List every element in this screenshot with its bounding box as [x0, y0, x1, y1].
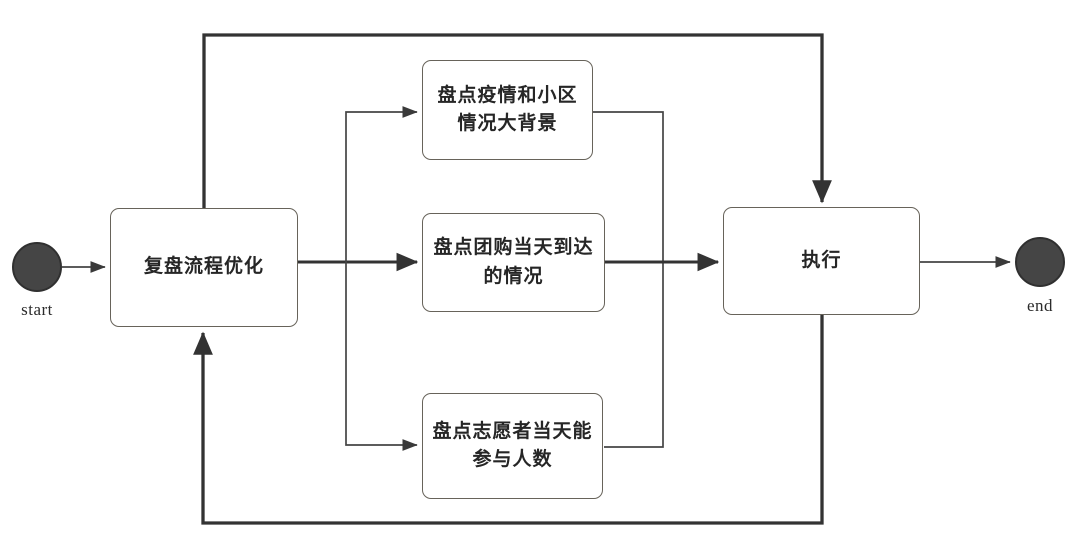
activity-review-process-optimization: 复盘流程优化 [110, 208, 298, 327]
activity-execute: 执行 [723, 207, 920, 315]
activity-label-line1: 盘点疫情和小区 [437, 84, 578, 106]
activity-inventory-volunteer-count: 盘点志愿者当天能 参与人数 [422, 393, 603, 499]
activity-label-line2: 情况大背景 [457, 113, 558, 134]
activity-label: 复盘流程优化 [143, 256, 264, 278]
edge-collector-merge [593, 111, 664, 448]
edge-branch-to-epidemic [345, 106, 418, 262]
activity-label-line1: 盘点志愿者当天能 [432, 420, 593, 442]
edge-execute-to-review-feedback [193, 315, 824, 525]
edge-review-to-execute-top [202, 33, 832, 208]
activity-label: 执行 [801, 249, 842, 271]
activity-label-line2: 的情况 [483, 265, 544, 287]
activity-label-line1: 盘点团购当天到达 [433, 237, 594, 258]
start-node [12, 242, 62, 292]
edge-branch-to-volunteers [345, 262, 418, 451]
activity-inventory-groupbuy-arrivals: 盘点团购当天到达 的情况 [422, 213, 605, 312]
activity-label-line2: 参与人数 [472, 449, 553, 470]
end-node [1015, 237, 1065, 287]
end-node-label: end [1026, 296, 1054, 315]
activity-inventory-epidemic-background: 盘点疫情和小区 情况大背景 [422, 60, 593, 160]
start-node-label: start [21, 300, 53, 319]
